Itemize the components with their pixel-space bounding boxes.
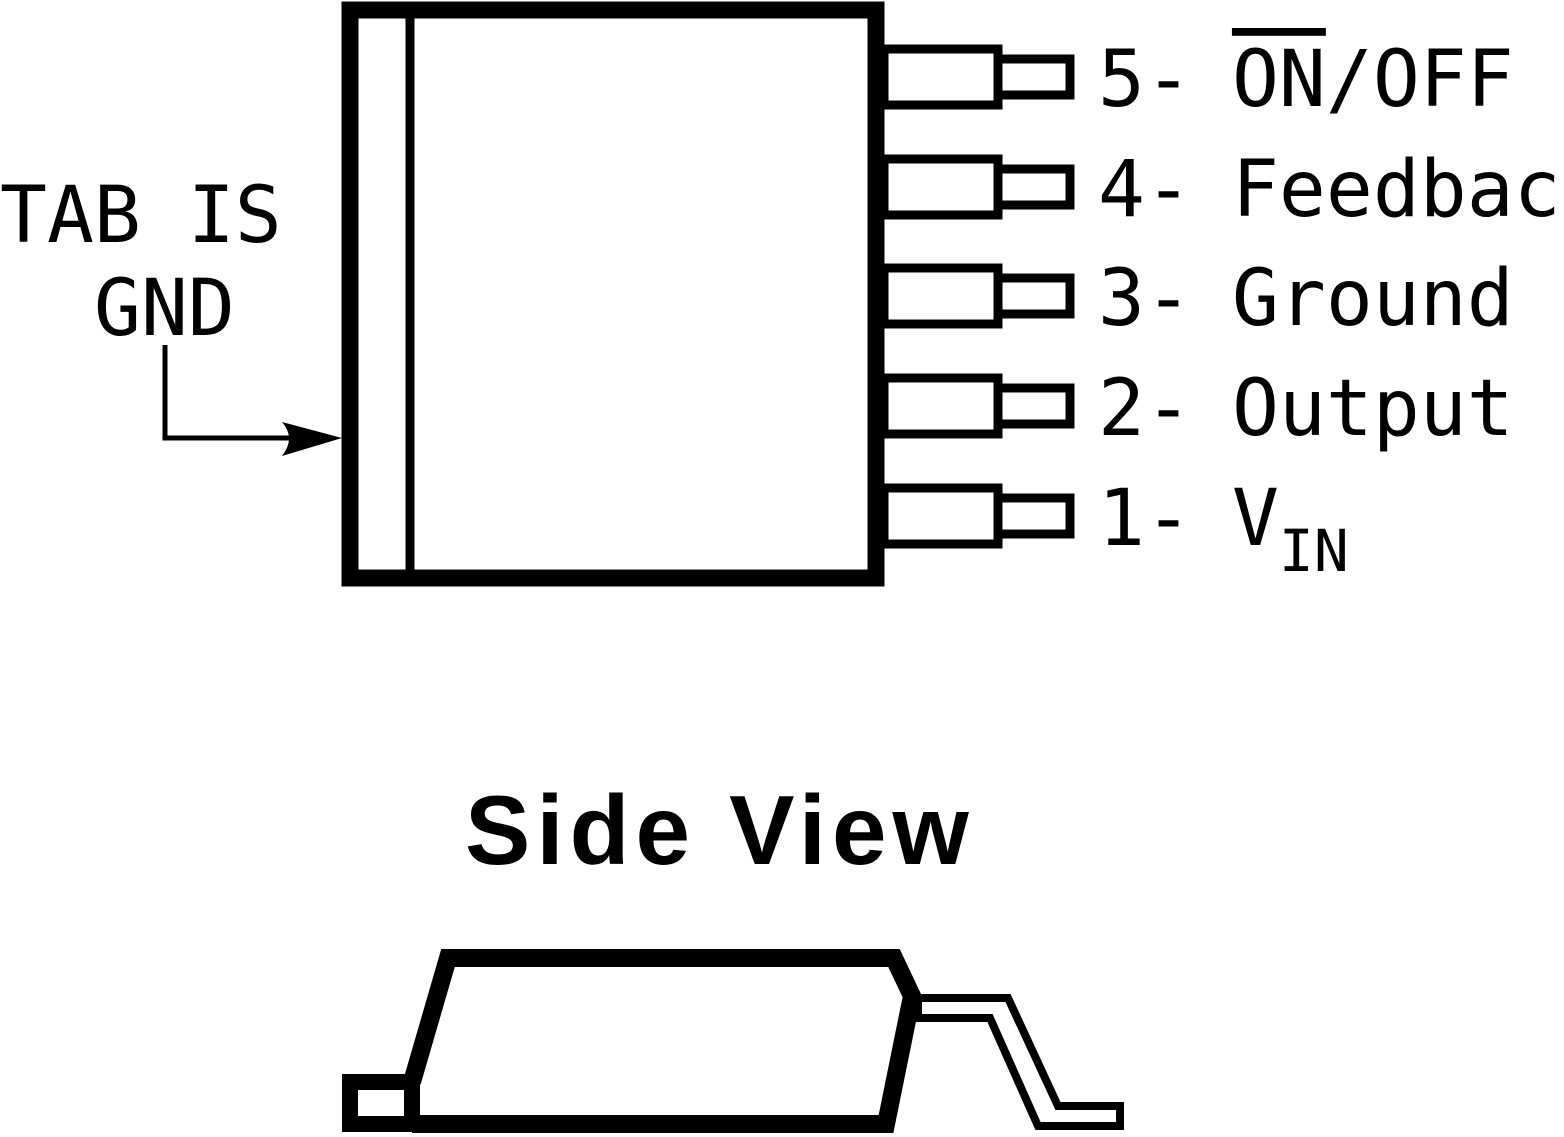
pin-4-lead	[879, 154, 1075, 220]
pin-4-name: Feedback	[1232, 145, 1564, 235]
pin-3-name: Ground	[1232, 254, 1514, 344]
pin-4-label: 4-Feedback	[1098, 145, 1564, 235]
side-view-title: Side View	[465, 775, 975, 885]
pin-3-lead	[879, 263, 1075, 329]
side-tab	[342, 1074, 420, 1132]
side-lead	[914, 994, 1124, 1130]
side-package-body	[403, 949, 922, 1133]
tab-arrow-line	[162, 345, 300, 441]
pin-5-separator: -	[1145, 35, 1192, 125]
side-view: Side View	[342, 775, 1124, 1133]
pin-3-label: 3-Ground	[1098, 254, 1514, 344]
pin-1-name: V	[1232, 474, 1279, 564]
pin-1-label: 1-VIN	[1098, 474, 1349, 585]
tab-label-line1: TAB IS	[0, 171, 282, 261]
pin-2-lead	[879, 373, 1075, 439]
pin-2-separator: -	[1145, 364, 1192, 454]
pin-leads	[879, 44, 1075, 549]
pin-labels: 5-ON/OFF 4-Feedback 3-Ground 2-Output 1-…	[1098, 28, 1564, 585]
pin-2-label: 2-Output	[1098, 364, 1514, 454]
pin-3-separator: -	[1145, 254, 1192, 344]
pin-2-number: 2	[1098, 364, 1145, 454]
pin-1-separator: -	[1145, 474, 1192, 564]
pin-4-separator: -	[1145, 145, 1192, 235]
pin-5-name-rest: /OFF	[1326, 35, 1514, 125]
tab-annotation: TAB IS GND	[0, 171, 342, 456]
tab-arrow-head	[282, 422, 342, 456]
pin-1-lead	[879, 483, 1075, 549]
tab-label-line2: GND	[94, 264, 235, 354]
pin-2-name: Output	[1232, 364, 1514, 454]
pin-5-name-overlined: ON	[1232, 35, 1326, 125]
pin-3-number: 3	[1098, 254, 1145, 344]
pin-5-lead	[879, 44, 1075, 110]
pin-5-label: 5-ON/OFF	[1098, 35, 1514, 125]
pin-4-number: 4	[1098, 145, 1145, 235]
package-body	[341, 1, 885, 587]
pin-1-number: 1	[1098, 474, 1145, 564]
top-view: 5-ON/OFF 4-Feedback 3-Ground 2-Output 1-…	[0, 1, 1564, 587]
pin-1-subscript: IN	[1279, 517, 1349, 585]
pin-5-number: 5	[1098, 35, 1145, 125]
